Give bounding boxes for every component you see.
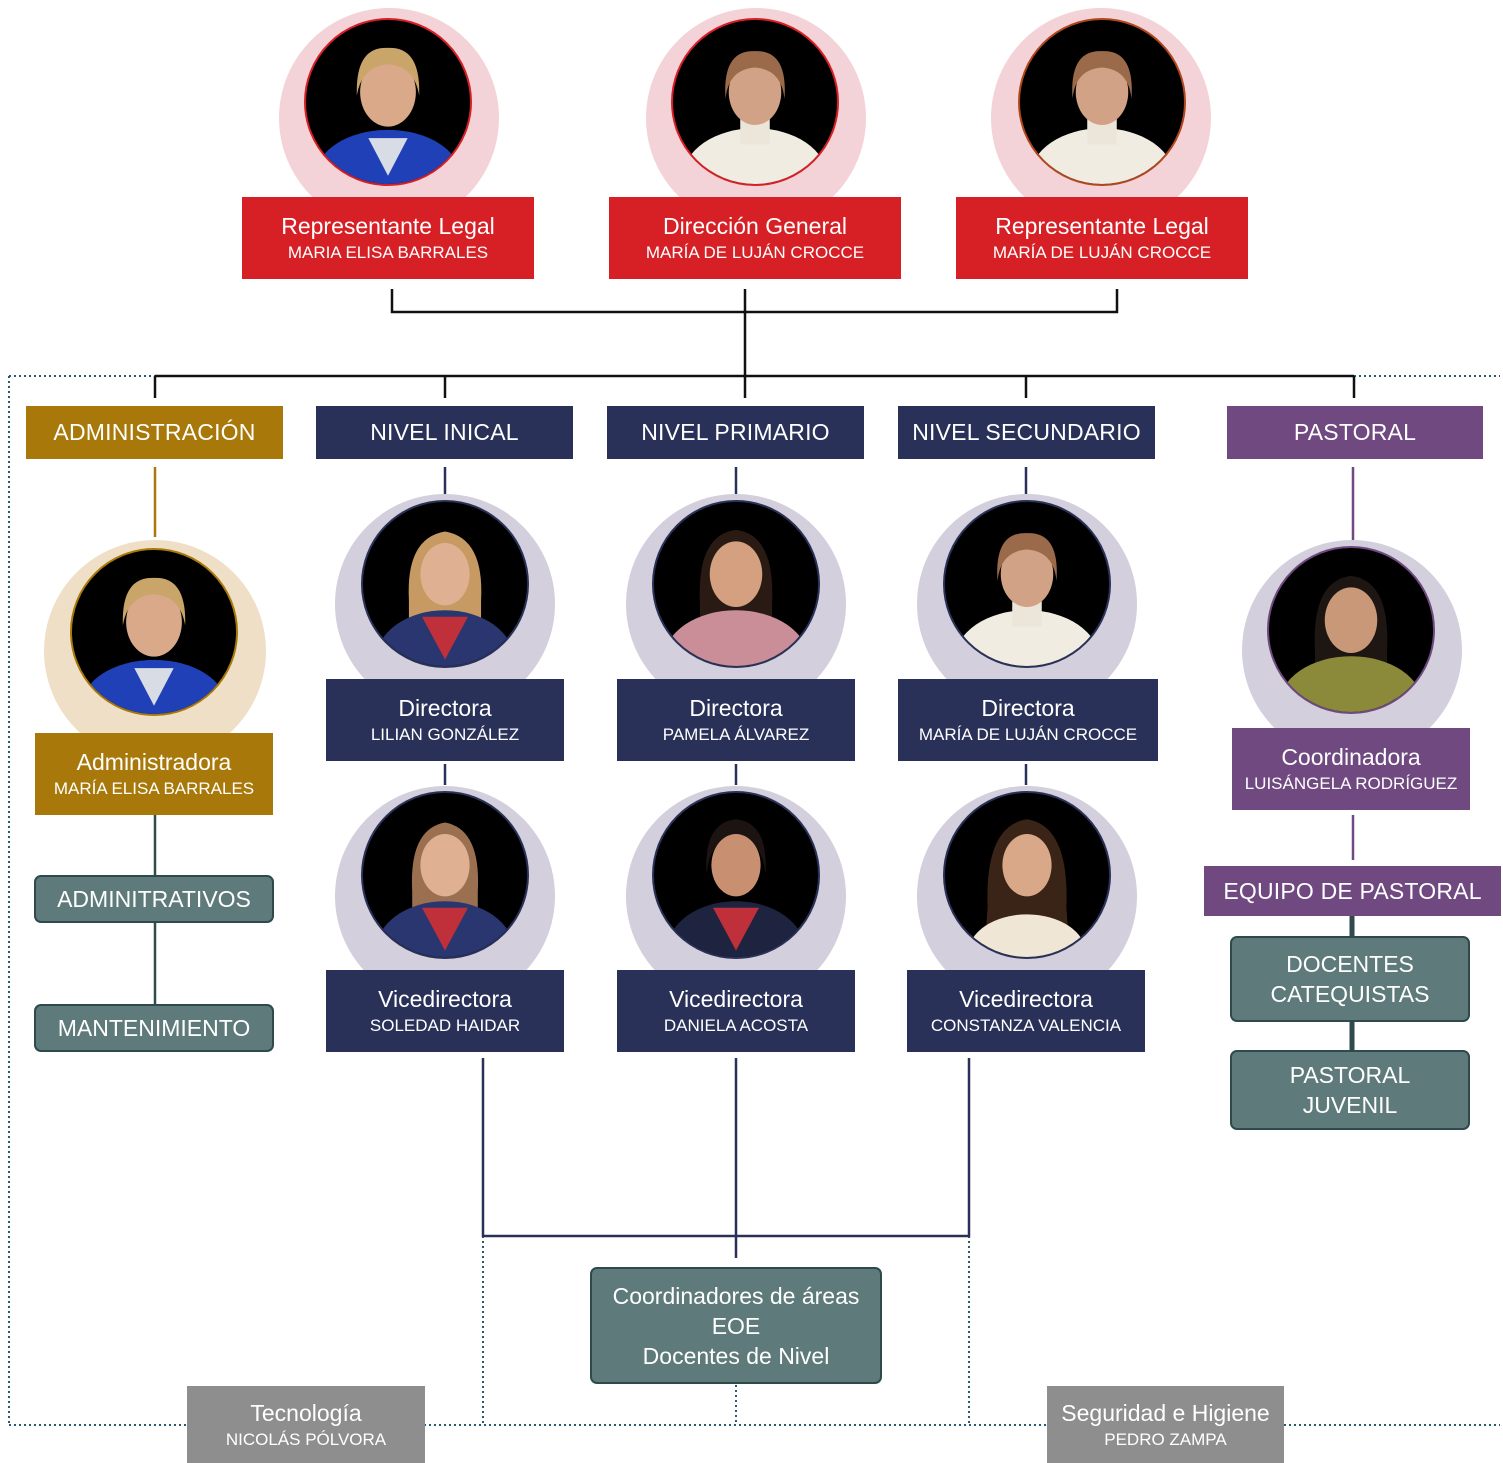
coordinator-line: Coordinadores de áreas [612, 1282, 860, 1309]
seguridad-card: Seguridad e Higiene PEDRO ZAMPA [1047, 1386, 1284, 1463]
dept-pastoral: PASTORAL [1227, 406, 1483, 459]
role-label: Directora [398, 695, 492, 721]
role-label: Representante Legal [281, 213, 495, 239]
portrait-long-hair-icon [943, 791, 1111, 959]
role-label: Seguridad e Higiene [1061, 1399, 1270, 1426]
dept-administracion: ADMINISTRACIÓN [26, 406, 283, 459]
portrait-olive-top-icon [1267, 546, 1435, 714]
person-name: DANIELA ACOSTA [663, 1016, 809, 1035]
portrait-uniform-icon [361, 791, 529, 959]
portrait-white-sweater-icon [943, 500, 1111, 668]
vice-card-inicial: Vicedirectora SOLEDAD HAIDAR [326, 970, 564, 1052]
coordinator-line: EOE [711, 1312, 761, 1339]
person-name: MARIA ELISA BARRALES [287, 243, 489, 262]
vice-card-primario: Vicedirectora DANIELA ACOSTA [617, 970, 855, 1052]
dept-nivel-primario: NIVEL PRIMARIO [607, 406, 864, 459]
admin-card: Administradora MARÍA ELISA BARRALES [35, 733, 273, 815]
pastoral-team: EQUIPO DE PASTORAL [1204, 866, 1501, 916]
director-card-inicial: Directora LILIAN GONZÁLEZ [326, 679, 564, 761]
portrait-pink-blouse-icon [652, 500, 820, 668]
role-label: Vicedirectora [378, 986, 512, 1012]
person-name: MARÍA DE LUJÁN CROCCE [645, 243, 865, 262]
top-card-1: Representante Legal MARIA ELISA BARRALES [242, 197, 534, 279]
role-label: Tecnología [250, 1399, 362, 1426]
unit-mantenimiento: MANTENIMIENTO [34, 1004, 274, 1052]
portrait-white-sweater-icon [671, 18, 839, 186]
coordinator-line: Docentes de Nivel [642, 1342, 830, 1369]
person-name: NICOLÁS PÓLVORA [225, 1429, 387, 1449]
pastoral-coordinator-card: Coordinadora LUISÁNGELA RODRÍGUEZ [1232, 728, 1470, 810]
person-name: PEDRO ZAMPA [1104, 1429, 1227, 1449]
coordinators-box: Coordinadores de áreas EOE Docentes de N… [590, 1267, 882, 1384]
person-name: MARÍA DE LUJÁN CROCCE [992, 243, 1212, 262]
role-label: Vicedirectora [959, 986, 1093, 1012]
tecnologia-card: Tecnología NICOLÁS PÓLVORA [187, 1386, 425, 1463]
dept-nivel-secundario: NIVEL SECUNDARIO [898, 406, 1155, 459]
person-name: SOLEDAD HAIDAR [369, 1016, 521, 1035]
unit-line: PASTORAL [1289, 1062, 1411, 1088]
top-connectors [153, 289, 1356, 398]
unit-docentes-catequistas: DOCENTES CATEQUISTAS [1230, 936, 1470, 1022]
person-name: LUISÁNGELA RODRÍGUEZ [1244, 774, 1458, 793]
director-card-primario: Directora PAMELA ÁLVAREZ [617, 679, 855, 761]
unit-line: DOCENTES [1286, 951, 1414, 977]
role-label: Directora [981, 695, 1075, 721]
role-label: Coordinadora [1281, 744, 1421, 770]
dotted-frame [8, 375, 1500, 1426]
portrait-blonde-uniform-icon [361, 500, 529, 668]
portrait-blue-blouse-icon [304, 18, 472, 186]
person-name: LILIAN GONZÁLEZ [370, 725, 520, 744]
portrait-uniform-icon [652, 791, 820, 959]
portrait-white-sweater-icon [1018, 18, 1186, 186]
top-card-2: Dirección General MARÍA DE LUJÁN CROCCE [609, 197, 901, 279]
person-name: MARÍA ELISA BARRALES [53, 779, 255, 798]
person-name: PAMELA ÁLVAREZ [662, 725, 810, 744]
director-card-secundario: Directora MARÍA DE LUJÁN CROCCE [898, 679, 1158, 761]
role-label: Vicedirectora [669, 986, 803, 1012]
portrait-blue-blouse-icon [70, 548, 238, 716]
role-label: Administradora [76, 749, 232, 775]
role-label: Dirección General [662, 213, 848, 239]
unit-line: JUVENIL [1302, 1092, 1398, 1118]
level-connectors [443, 467, 1028, 1258]
unit-administrativos: ADMINITRATIVOS [34, 875, 274, 923]
person-name: MARÍA DE LUJÁN CROCCE [918, 725, 1138, 744]
role-label: Directora [689, 695, 783, 721]
unit-pastoral-juvenil: PASTORAL JUVENIL [1230, 1050, 1470, 1130]
vice-card-secundario: Vicedirectora CONSTANZA VALENCIA [907, 970, 1145, 1052]
person-name: CONSTANZA VALENCIA [930, 1016, 1122, 1035]
unit-line: CATEQUISTAS [1270, 981, 1430, 1007]
role-label: Representante Legal [995, 213, 1209, 239]
top-card-3: Representante Legal MARÍA DE LUJÁN CROCC… [956, 197, 1248, 279]
dept-nivel-inicial: NIVEL INICAL [316, 406, 573, 459]
